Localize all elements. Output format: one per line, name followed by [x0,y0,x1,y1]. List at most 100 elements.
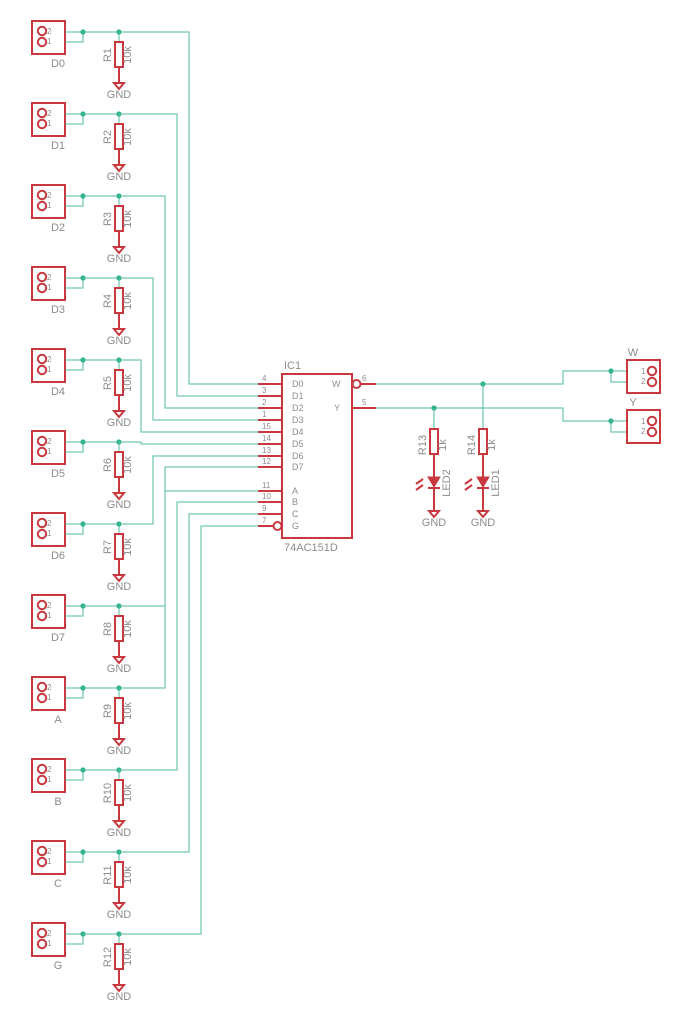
net-wire [65,32,84,43]
connector-pin-number: 1 [47,939,52,948]
connector-pin-circle [36,200,48,212]
ground-symbol: GND [107,569,131,593]
ic-pin-w: 6W [332,374,376,389]
net-wire [376,370,611,385]
ic-pin-a: 11A [258,481,298,496]
connector-pin-circle [36,25,48,37]
input-connector [31,430,66,465]
input-connector [31,594,66,629]
connector-pin-number: 1 [47,119,52,128]
input-connector [31,20,66,55]
net-wire [65,934,84,945]
input-connector-label: D6 [51,550,65,562]
output-connector [626,359,661,394]
connector-pin-number: 2 [47,847,52,856]
ic-pin-number: 14 [262,434,271,443]
input-connector [31,266,66,301]
ground-symbol: GND [107,487,131,511]
ic-pin-number: 13 [262,446,271,455]
net-wire [65,442,84,453]
ic-pin-name: G [292,521,299,531]
ic-pin-number: 15 [262,422,271,431]
net-wire [119,455,258,525]
led-icon [427,476,441,488]
connector-pin-number: 2 [47,27,52,36]
ic-pin-number: 3 [262,386,267,395]
connector-pin-number: 2 [47,355,52,364]
input-connector-label: B [54,796,61,808]
led-label: LED1 [490,469,502,497]
connector-pin-circle [36,692,48,704]
resistor-value-label: 10k [122,948,134,966]
input-connector-label: C [54,878,62,890]
ic-pin-d2: 2D2 [258,398,304,413]
gnd-label: GND [471,517,496,529]
led-icon [476,476,490,488]
led-label: LED2 [441,469,453,497]
ground-symbol: GND [107,979,131,1003]
output-connector-label: W [628,347,639,359]
resistor-ref-label: R4 [102,294,114,308]
ic-pin-name: D4 [292,427,304,437]
ground-symbol: GND [107,241,131,265]
connector-pin-circle [36,774,48,786]
input-connector-label: G [54,960,63,972]
gnd-triangle [475,510,491,519]
ic-pin-name: D3 [292,415,304,425]
ground-symbol: GND [107,651,132,675]
net-wire [610,421,627,433]
connector-pin-number: 2 [641,427,646,436]
output-connector-w: 12W [626,347,661,394]
led-emit-arrow [464,478,473,485]
resistor-value-label: 10k [122,702,134,720]
gnd-label: GND [107,663,132,675]
connector-pin-number: 1 [47,775,52,784]
ic-pin-b: 10B [258,492,298,507]
resistor-ref-label: R6 [102,458,114,472]
output-connector [626,409,661,444]
connector-pin-circle [36,927,48,939]
gnd-triangle [111,328,127,337]
connector-pin-number: 2 [47,519,52,528]
connector-pin-number: 1 [47,529,52,538]
ic-pin-name: D1 [292,391,304,401]
connector-pin-circle [646,426,658,438]
ic-pin-number: 2 [262,398,267,407]
connector-pin-number: 1 [641,417,646,426]
net-wire [65,852,84,863]
gnd-triangle [111,164,127,173]
ic-pin-number: 6 [362,374,367,383]
ground-symbol: GND [107,159,131,183]
connector-pin-circle [36,189,48,201]
connector-pin-number: 2 [47,765,52,774]
resistor-ref-label: R12 [102,947,114,967]
ground-symbol: GND [107,323,131,347]
ic-pin-name: D2 [292,403,304,413]
input-connector-label: D2 [51,222,65,234]
ic-pin-c: 9C [258,504,299,519]
led-emit-arrow [415,478,424,485]
net-wire [119,513,258,853]
net-wire [65,606,84,617]
ground-symbol: GND [422,505,447,529]
input-connector-label: D1 [51,140,65,152]
led-emit-arrow [415,484,424,491]
ic-pin-g: 7G [258,516,299,531]
gnd-label: GND [422,517,447,529]
input-connector [31,512,66,547]
resistor-value-label: 10k [122,210,134,228]
resistor-ref-label: R5 [102,376,114,390]
net-wire [119,113,258,397]
ic-pin-number: 5 [362,398,367,407]
gnd-triangle [111,984,127,993]
gnd-triangle [111,738,127,747]
connector-pin-circle [36,107,48,119]
net-wire [119,195,258,409]
net-wire [65,196,84,207]
ic-pin-name: A [292,486,298,496]
